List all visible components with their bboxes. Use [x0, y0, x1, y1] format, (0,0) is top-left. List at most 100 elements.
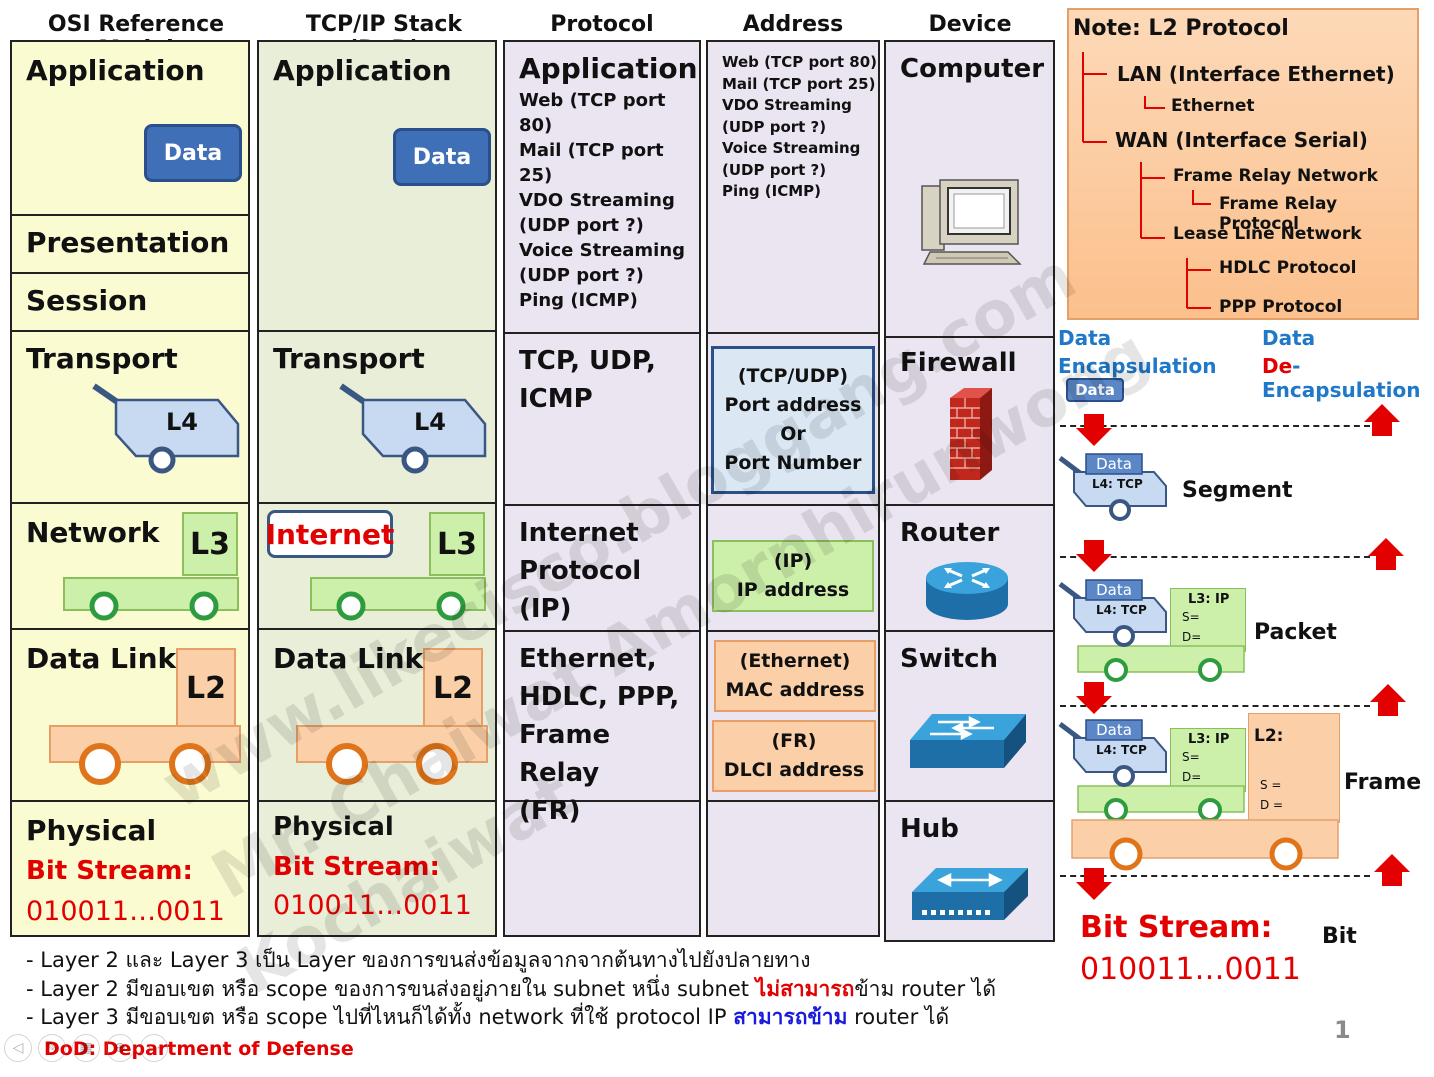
frame-d-label: D =: [1260, 798, 1284, 812]
address-app-item: Web (TCP port 80): [722, 53, 878, 71]
segment-l4tcp-label: L4: TCP: [1092, 477, 1143, 491]
frame-s3-label: S=: [1182, 750, 1200, 764]
note-line-1: - Layer 2 และ Layer 3 เป็น Layer ของการข…: [26, 948, 811, 972]
protocol-datalink-line: Ethernet,: [519, 644, 657, 674]
protocol-internet-cell: Internet Protocol (IP): [505, 506, 699, 632]
osi-network-cell: Network L3: [12, 504, 248, 630]
note-line-3c: router ได้: [847, 1005, 950, 1029]
down-arrow-icon: [1076, 540, 1112, 572]
encap-bitstream-label: Bit Stream:: [1080, 910, 1273, 945]
protocol-internet-line: Protocol (IP): [519, 556, 642, 624]
header-device: Device: [928, 12, 1012, 37]
frame-label: Frame: [1344, 770, 1422, 795]
segment-label: Segment: [1182, 478, 1293, 503]
note-wan: WAN (Interface Serial): [1115, 128, 1368, 152]
pen-icon[interactable]: ✎: [38, 1034, 66, 1062]
note-hdlc: HDLC Protocol: [1219, 258, 1357, 278]
more-icon[interactable]: ⋯: [140, 1034, 168, 1062]
protocol-datalink-line: HDLC, PPP,: [519, 682, 680, 712]
port-address-line: Or: [780, 423, 806, 445]
osi-presentation-label: Presentation: [26, 226, 230, 259]
address-internet-cell: (IP) IP address: [708, 506, 878, 632]
down-arrow-icon: [1076, 868, 1112, 900]
up-arrow-icon: [1370, 684, 1406, 716]
decap-suffix: -Encapsulation: [1262, 354, 1421, 402]
osi-physical-label: Physical: [26, 814, 157, 847]
protocol-physical-cell: [505, 802, 699, 939]
frame-data-label: Data: [1096, 721, 1132, 739]
osi-transport-cell: Transport L4: [12, 332, 248, 504]
dlci-address-box: (FR) DLCI address: [712, 720, 876, 792]
address-app-list: Web (TCP port 80) Mail (TCP port 25) VDO…: [722, 52, 877, 203]
encap-data-badge: Data: [1066, 378, 1124, 402]
frame-l3-box: [1170, 728, 1246, 792]
packet-data-label: Data: [1096, 581, 1132, 599]
protocol-datalink-line: (FR): [519, 796, 581, 826]
protocol-datalink-cell: Ethernet, HDLC, PPP, Frame Relay (FR): [505, 632, 699, 826]
bit-label: Bit: [1322, 924, 1357, 949]
tcpip-application-label: Application: [273, 54, 452, 87]
note-line-2c: ข้าม router ได้: [854, 977, 996, 1001]
frame-l2-truck-icon: [1071, 819, 1339, 871]
note-ethernet: Ethernet: [1171, 96, 1255, 116]
packet-label: Packet: [1254, 620, 1337, 645]
protocol-transport-line: TCP, UDP,: [519, 346, 656, 376]
protocol-transport-line: ICMP: [519, 384, 593, 414]
segment-wagon-icon: [1058, 453, 1167, 521]
tcpip-l4-label: L4: [414, 408, 446, 436]
osi-l2-box: L2: [176, 648, 236, 728]
header-address: Address: [742, 12, 844, 37]
up-arrow-icon: [1364, 404, 1400, 436]
osi-l4-wagon-icon: [92, 383, 240, 474]
protocol-app-item: Mail (TCP port 25): [519, 140, 664, 186]
prev-slide-icon[interactable]: ◁: [4, 1034, 32, 1062]
tcpip-physical-label: Physical: [273, 812, 394, 842]
protocol-datalink-list: Ethernet, HDLC, PPP, Frame Relay (FR): [519, 640, 699, 830]
address-app-item: Ping (ICMP): [722, 182, 821, 200]
l2-protocol-note: Note: L2 Protocol LAN (Interface Etherne…: [1067, 8, 1419, 320]
address-physical-cell: [708, 802, 878, 939]
frame-l4tcp-label: L4: TCP: [1096, 743, 1147, 757]
frame-l3ip-label: L3: IP: [1188, 732, 1230, 747]
port-address-line: Port Number: [724, 452, 862, 474]
up-arrow-icon: [1368, 538, 1404, 570]
firewall-icon: [950, 388, 992, 480]
osi-datalink-cell: Data Link L2: [12, 630, 248, 802]
slides-grid-icon[interactable]: ▦: [72, 1034, 100, 1062]
note-lan: LAN (Interface Ethernet): [1117, 62, 1395, 86]
frame-l2-box: [1248, 713, 1340, 823]
encap-word1: Data: [1058, 326, 1112, 350]
tcpip-column: Application Data Transport L4 Internet L…: [257, 40, 497, 937]
address-transport-cell: (TCP/UDP) Port address Or Port Number: [708, 334, 878, 506]
note-frame-relay-protocol: Frame Relay Protocol: [1219, 194, 1338, 234]
address-app-item: Voice Streaming: [722, 139, 861, 157]
hub-icon: [912, 868, 1028, 920]
device-hub-cell: Hub: [886, 802, 1053, 944]
osi-application-label: Application: [26, 54, 205, 87]
packet-l4tcp-label: L4: TCP: [1096, 603, 1147, 617]
osi-column: Application Data Presentation Session Tr…: [10, 40, 250, 937]
note-frame-relay-network: Frame Relay Network: [1173, 166, 1378, 186]
note-tree-lines: [1082, 52, 1211, 309]
note-lease-line: Lease Line Network: [1173, 224, 1362, 244]
port-address-box: (TCP/UDP) Port address Or Port Number: [711, 346, 875, 494]
note-line-2a: - Layer 2 มีขอบเขต หรือ scope ของการขนส่…: [26, 977, 756, 1001]
device-computer-cell: Computer: [886, 42, 1053, 338]
address-datalink-cell: (Ethernet) MAC address (FR) DLCI address: [708, 632, 878, 802]
address-application-cell: Web (TCP port 80) Mail (TCP port 25) VDO…: [708, 42, 878, 334]
page-number: 1: [1334, 1016, 1351, 1044]
note-line-2b: ไม่สามารถ: [755, 977, 855, 1001]
port-address-line: (TCP/UDP): [737, 365, 849, 387]
osi-bitstream-label: Bit Stream:: [26, 856, 193, 886]
encap-divider: [1060, 425, 1370, 427]
tcpip-datalink-label: Data Link: [273, 642, 424, 675]
tcpip-l3-box: L3: [429, 512, 485, 576]
zoom-icon[interactable]: ⊕: [106, 1034, 134, 1062]
address-app-item: VDO Streaming: [722, 96, 852, 114]
frame-l2-label: L2:: [1254, 726, 1284, 746]
encap-divider: [1060, 556, 1370, 558]
frame-wagon-icon: [1058, 719, 1167, 787]
note-line-3a: - Layer 3 มีขอบเขต หรือ scope ไปที่ไหนก็…: [26, 1005, 734, 1029]
device-column: Computer Firewall: [884, 40, 1055, 942]
encap-word2: Encapsulation: [1058, 354, 1217, 378]
